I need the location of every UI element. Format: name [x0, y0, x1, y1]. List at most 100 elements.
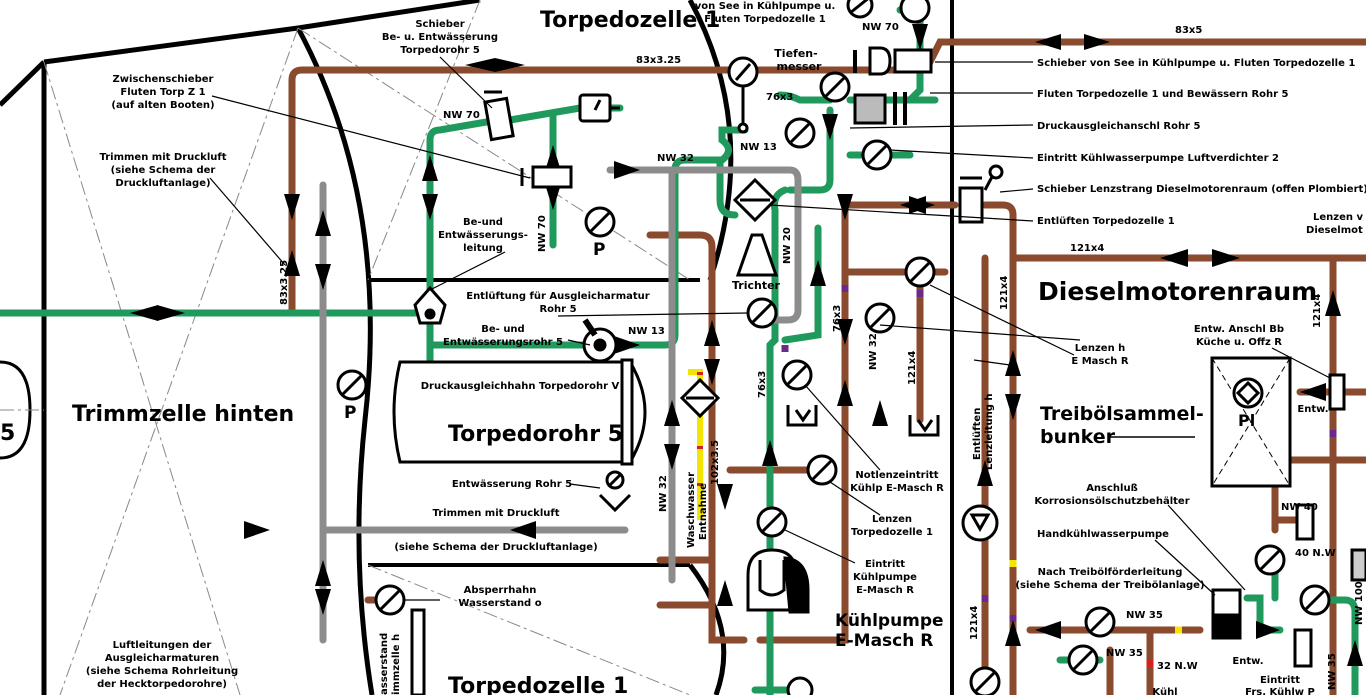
- room-title-torpedorohr: Torpedorohr 5: [448, 422, 623, 447]
- valve: [746, 297, 778, 329]
- label-zwischen-3: (auf alten Booten): [111, 100, 214, 111]
- gate-valve: [483, 90, 515, 142]
- room-title-torpedozelle-bottom: Torpedozelle 1: [448, 674, 628, 695]
- pl-marker: Pl: [1238, 411, 1255, 430]
- label-top-cut-1: von See in Kühlpumpe u.: [695, 1, 836, 12]
- pipe-size-label: NW 32: [657, 153, 694, 164]
- strainer: [853, 92, 907, 125]
- label-beent-1: Be-und: [463, 217, 503, 228]
- handpump: [961, 504, 999, 542]
- label-lenzen-h-2: E Masch R: [1071, 356, 1128, 367]
- pipe-size-label: NW 20: [782, 227, 793, 264]
- valve: [756, 506, 788, 538]
- label-schema-dl: (siehe Schema der Druckluftanlage): [394, 542, 597, 553]
- depth-gauge: [727, 56, 759, 134]
- pipe-size-label: 121x4: [1312, 294, 1323, 328]
- funnel: [735, 233, 779, 277]
- level-nozzle: [908, 415, 940, 437]
- pipe-size-label: 102x3.5: [710, 440, 721, 485]
- label-tiefen-2: messer: [777, 60, 822, 73]
- pipe-size-label: 76x3: [832, 305, 843, 332]
- label-lenzen-t-2: Torpedozelle 1: [851, 527, 933, 538]
- p-marker: P: [344, 403, 356, 423]
- label-absperr-1: Absperrhahn: [464, 585, 537, 596]
- label-entlueft-lenz-2: Lenzleitung h: [984, 393, 995, 470]
- ausgleich-fitting: [413, 285, 447, 325]
- label-zwischen-1: Zwischenschieber: [113, 74, 214, 85]
- label-wasserstand-2: immzelle h: [391, 634, 402, 695]
- pipe-size-label: NW 70: [537, 215, 548, 252]
- label-nach-tr-1: Nach Treibölförderleitung: [1038, 567, 1183, 578]
- label-beent-3: leitung: [463, 243, 503, 254]
- label-beentrohr-1: Be- und: [481, 324, 524, 335]
- pipe-size-label: 83x3.25: [279, 260, 290, 305]
- label-entlueft-1: Entlüftung für Ausgleicharmatur: [466, 291, 650, 302]
- label-eintritt-frs-1: Eintritt: [1260, 675, 1300, 686]
- side-fitting: [1295, 503, 1315, 541]
- label-nach-tr-2: (siehe Schema der Treibölanlage): [1015, 580, 1204, 591]
- pipe-size-label: NW 100: [1354, 581, 1365, 625]
- kuehlpumpe-title-2: E-Masch R: [835, 631, 933, 651]
- valve: [374, 584, 406, 616]
- label-schieber-1: Schieber: [415, 19, 464, 30]
- wash-diamond: [679, 377, 721, 419]
- valve: [1254, 544, 1286, 576]
- valve: [1084, 606, 1116, 638]
- pipe-size-label: 40 N.W: [1295, 548, 1336, 559]
- label-r-eintritt: Eintritt Kühlwasserpumpe Luftverdichter …: [1037, 153, 1279, 164]
- room-title-diesel: Dieselmotorenraum: [1038, 277, 1317, 306]
- label-waschwasser-1: Waschwasser: [686, 472, 697, 548]
- lenz-schieber: [958, 164, 1004, 224]
- side-fitting: [1328, 373, 1346, 411]
- valve: [336, 369, 368, 401]
- pipe-size-label: 121x4: [907, 351, 918, 385]
- valve: [899, 0, 931, 24]
- pipe-size-label: NW 40: [1281, 502, 1318, 513]
- kuehlpumpe-body: [746, 548, 810, 614]
- label-lenzen-v-1: Lenzen v: [1313, 212, 1363, 223]
- label-waschwasser-2: Entnahme: [698, 483, 709, 540]
- pipe-size-label: 121x4: [1070, 243, 1104, 254]
- pipes-yellow: [688, 369, 703, 520]
- room-title-treiboel-1: Treibölsammel-: [1040, 403, 1204, 425]
- pipe-size-label: 121x4: [969, 606, 980, 640]
- valve: [861, 139, 893, 171]
- label-luft-2: Ausgleicharmaturen: [105, 653, 219, 664]
- hatch: [1350, 548, 1366, 582]
- valve: [1067, 644, 1099, 676]
- torpedorohr-5-body: [392, 358, 647, 466]
- valve: [1299, 584, 1331, 616]
- label-schieber-3: Torpedorohr 5: [400, 45, 480, 56]
- label-zwischen-2: Fluten Torp Z 1: [120, 87, 205, 98]
- diesel-tank: [1210, 356, 1292, 488]
- label-druckhahn: Druckausgleichhahn Torpedorohr V: [421, 381, 620, 392]
- valve: [806, 454, 838, 486]
- filter-diamond: [732, 177, 778, 223]
- label-kuehl-cut: Kühl: [1152, 687, 1177, 695]
- label-entw: Entw.: [1297, 404, 1328, 415]
- label-r-fluten: Fluten Torpedozelle 1 und Bewässern Rohr…: [1037, 89, 1289, 100]
- pipe-size-label: 76x3: [757, 371, 768, 398]
- pipe-size-label: NW 35: [1106, 648, 1143, 659]
- pipe-size-label: 76x3: [766, 92, 793, 103]
- pipe-size-label: 83x3.25: [636, 55, 681, 66]
- label-schieber-2: Be- u. Entwässerung: [382, 32, 498, 43]
- label-trimmen-2: (siehe Schema der: [111, 165, 216, 176]
- pipes-brown: [288, 38, 1366, 695]
- pump-motor: [1293, 628, 1313, 668]
- water-gauge: [410, 608, 426, 695]
- label-luft-4: der Hecktorpedorohre): [97, 679, 227, 690]
- pipe-markers: [781, 285, 1337, 667]
- label-r-schieber: Schieber von See in Kühlpumpe u. Fluten …: [1037, 58, 1355, 69]
- label-trimmen-dl: Trimmen mit Druckluft: [432, 508, 559, 519]
- label-anschluss-1: Anschluß: [1086, 483, 1138, 494]
- p-marker: P: [593, 240, 605, 260]
- hull-outlines: [0, 0, 954, 695]
- valve: [904, 256, 936, 288]
- pipe-size-label: 32 N.W: [1157, 661, 1198, 672]
- label-notlenz-1: Notlenzeintritt: [855, 470, 938, 481]
- label-trimmen-1: Trimmen mit Druckluft: [99, 152, 226, 163]
- valve: [969, 666, 1001, 695]
- label-lenzen-h-1: Lenzen h: [1075, 343, 1126, 354]
